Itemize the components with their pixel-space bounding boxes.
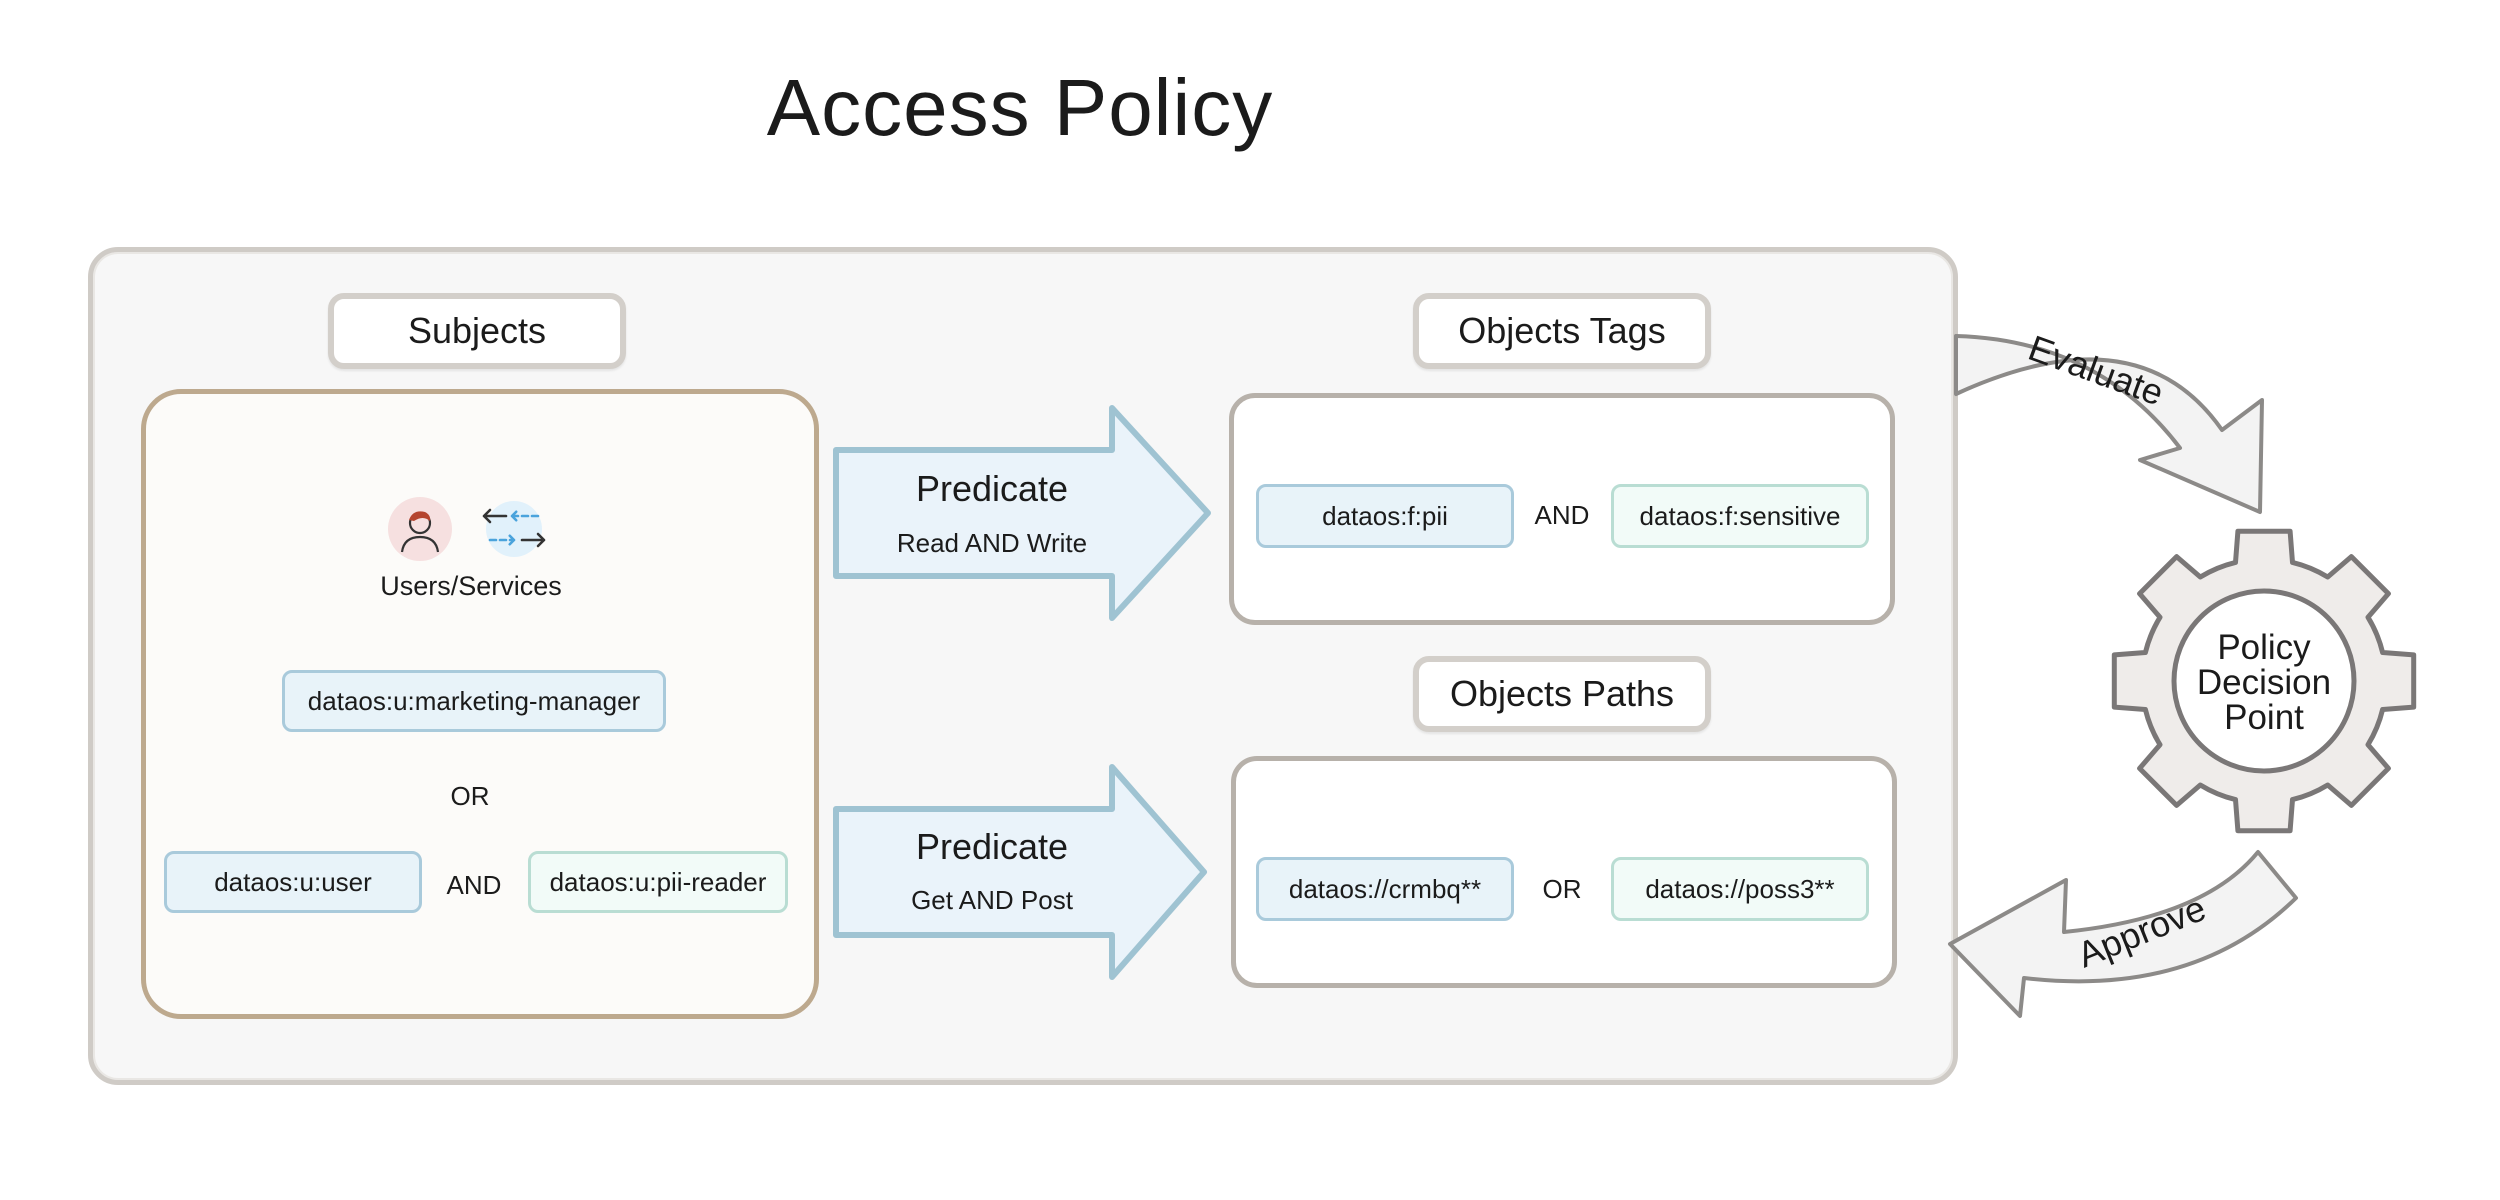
chip-crmbq: dataos://crmbq** (1256, 857, 1514, 921)
chip-poss3: dataos://poss3** (1611, 857, 1869, 921)
diagram-title: Access Policy (766, 63, 1274, 152)
pdp-line-1: Policy (2217, 628, 2311, 667)
chip-sensitive: dataos:f:sensitive (1611, 484, 1869, 548)
objects-tags-label: Objects Tags (1413, 293, 1711, 369)
predicate-arrow-bottom (832, 761, 1217, 983)
chip-pii-reader: dataos:u:pii-reader (528, 851, 788, 913)
operator-or: OR (450, 781, 490, 811)
chip-user: dataos:u:user (164, 851, 422, 913)
predicate-title-bottom: Predicate (915, 826, 1069, 867)
chip-marketing-manager: dataos:u:marketing-manager (282, 670, 666, 732)
operator-and: AND (446, 870, 502, 900)
predicate-title-top: Predicate (915, 468, 1069, 509)
pdp-line-2: Decision (2196, 663, 2332, 702)
evaluate-arrow: Evaluate (1948, 320, 2278, 530)
evaluate-label: Evaluate (2023, 327, 2169, 413)
predicate-subtitle-top: Read AND Write (896, 528, 1088, 558)
predicate-subtitle-bottom: Get AND Post (911, 885, 1073, 915)
operator-paths-or: OR (1542, 874, 1582, 904)
users-services-caption: Users/Services (380, 571, 562, 601)
user-avatar-icon (387, 496, 453, 562)
policy-decision-point-text: Policy Decision Point (2164, 630, 2364, 735)
exchange-arrows-icon (478, 494, 550, 564)
chip-pii: dataos:f:pii (1256, 484, 1514, 548)
subjects-label: Subjects (328, 293, 626, 369)
approve-arrow: Approve (1944, 848, 2304, 1023)
gear-icon (2106, 523, 2422, 839)
operator-tags-and: AND (1534, 500, 1590, 530)
objects-paths-label: Objects Paths (1413, 656, 1711, 732)
pdp-line-3: Point (2224, 698, 2304, 737)
predicate-arrow-top (832, 402, 1217, 624)
